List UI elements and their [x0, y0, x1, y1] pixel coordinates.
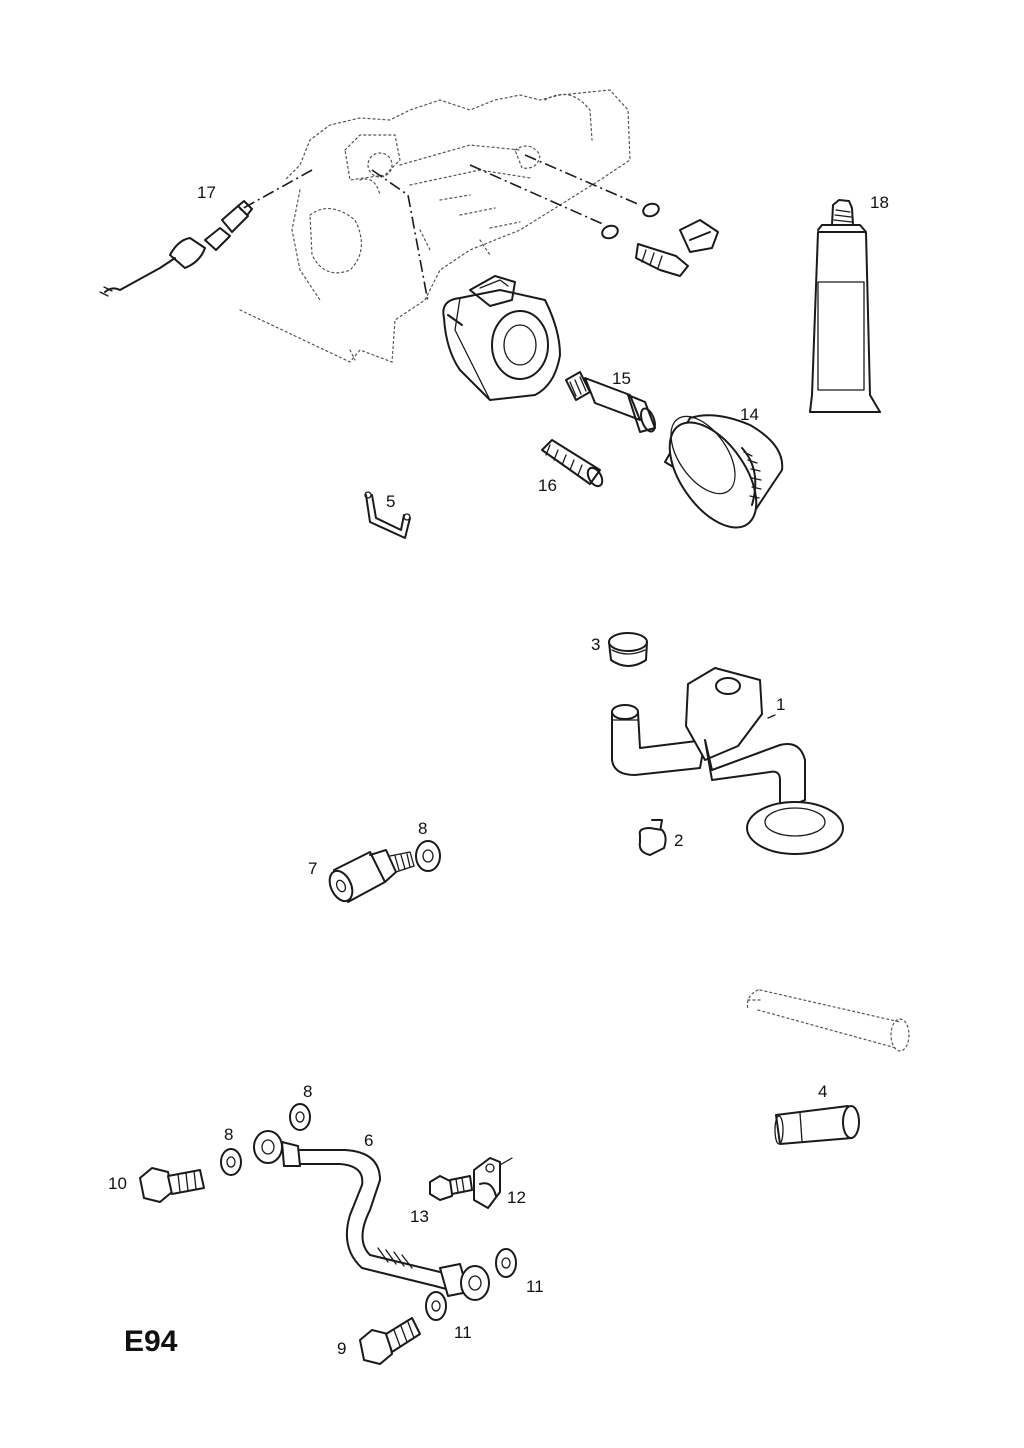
connector-sleeve-4 [774, 1105, 860, 1145]
part-label-15: 15 [612, 369, 631, 388]
oil-pressure-switch-17 [99, 200, 253, 297]
oil-filter-housing [442, 275, 561, 401]
leader-line [239, 169, 313, 211]
part-label-18: 18 [870, 193, 889, 212]
part-label-10: 10 [108, 1174, 127, 1193]
part-label-8: 8 [418, 819, 427, 838]
part-label-16: 16 [538, 476, 557, 495]
part-label-13: 13 [410, 1207, 429, 1226]
part-label-6: 6 [364, 1131, 373, 1150]
sleeve-3 [608, 632, 648, 667]
part-label-4: 4 [818, 1082, 827, 1101]
washer-11 [425, 1291, 447, 1321]
washer-8 [415, 840, 441, 872]
washer-8 [220, 1148, 242, 1176]
part-label-3: 3 [591, 635, 600, 654]
hose-reference [746, 989, 910, 1052]
oil-filter-14 [664, 414, 784, 529]
leader-line [524, 154, 641, 206]
part-label-8: 8 [303, 1082, 312, 1101]
seal-ring [601, 202, 660, 240]
engine-block [239, 89, 631, 363]
bolt-13 [429, 1175, 473, 1201]
part-label-9: 9 [337, 1339, 346, 1358]
washer-8 [289, 1103, 311, 1131]
oil-pipe-6 [253, 1130, 490, 1301]
clamp-12 [473, 1157, 513, 1209]
union-7 [328, 849, 415, 903]
washer-11 [495, 1248, 517, 1278]
threaded-connector-15 [565, 371, 656, 433]
part-label-12: 12 [507, 1188, 526, 1207]
part-label-14: 14 [740, 405, 759, 424]
part-label-11: 11 [454, 1323, 472, 1342]
leader-line [469, 164, 606, 226]
diagram-code: E94 [124, 1325, 178, 1358]
banjo-bolt [635, 219, 719, 277]
part-label-1: 1 [776, 695, 785, 714]
part-label-17: 17 [197, 183, 216, 202]
stud-16 [541, 439, 604, 488]
retaining-clip-5 [364, 491, 411, 539]
leader-line [371, 169, 429, 303]
oil-pickup-pipe-1 [611, 667, 844, 855]
sealant-tube-18 [809, 199, 881, 413]
part-label-2: 2 [674, 831, 683, 850]
banjo-bolt-9 [359, 1317, 421, 1365]
banjo-bolt-10 [139, 1167, 205, 1203]
bolt-2 [638, 819, 667, 856]
part-label-11: 11 [526, 1277, 544, 1296]
part-label-5: 5 [386, 492, 395, 511]
part-label-7: 7 [308, 859, 317, 878]
part-label-8: 8 [224, 1125, 233, 1144]
